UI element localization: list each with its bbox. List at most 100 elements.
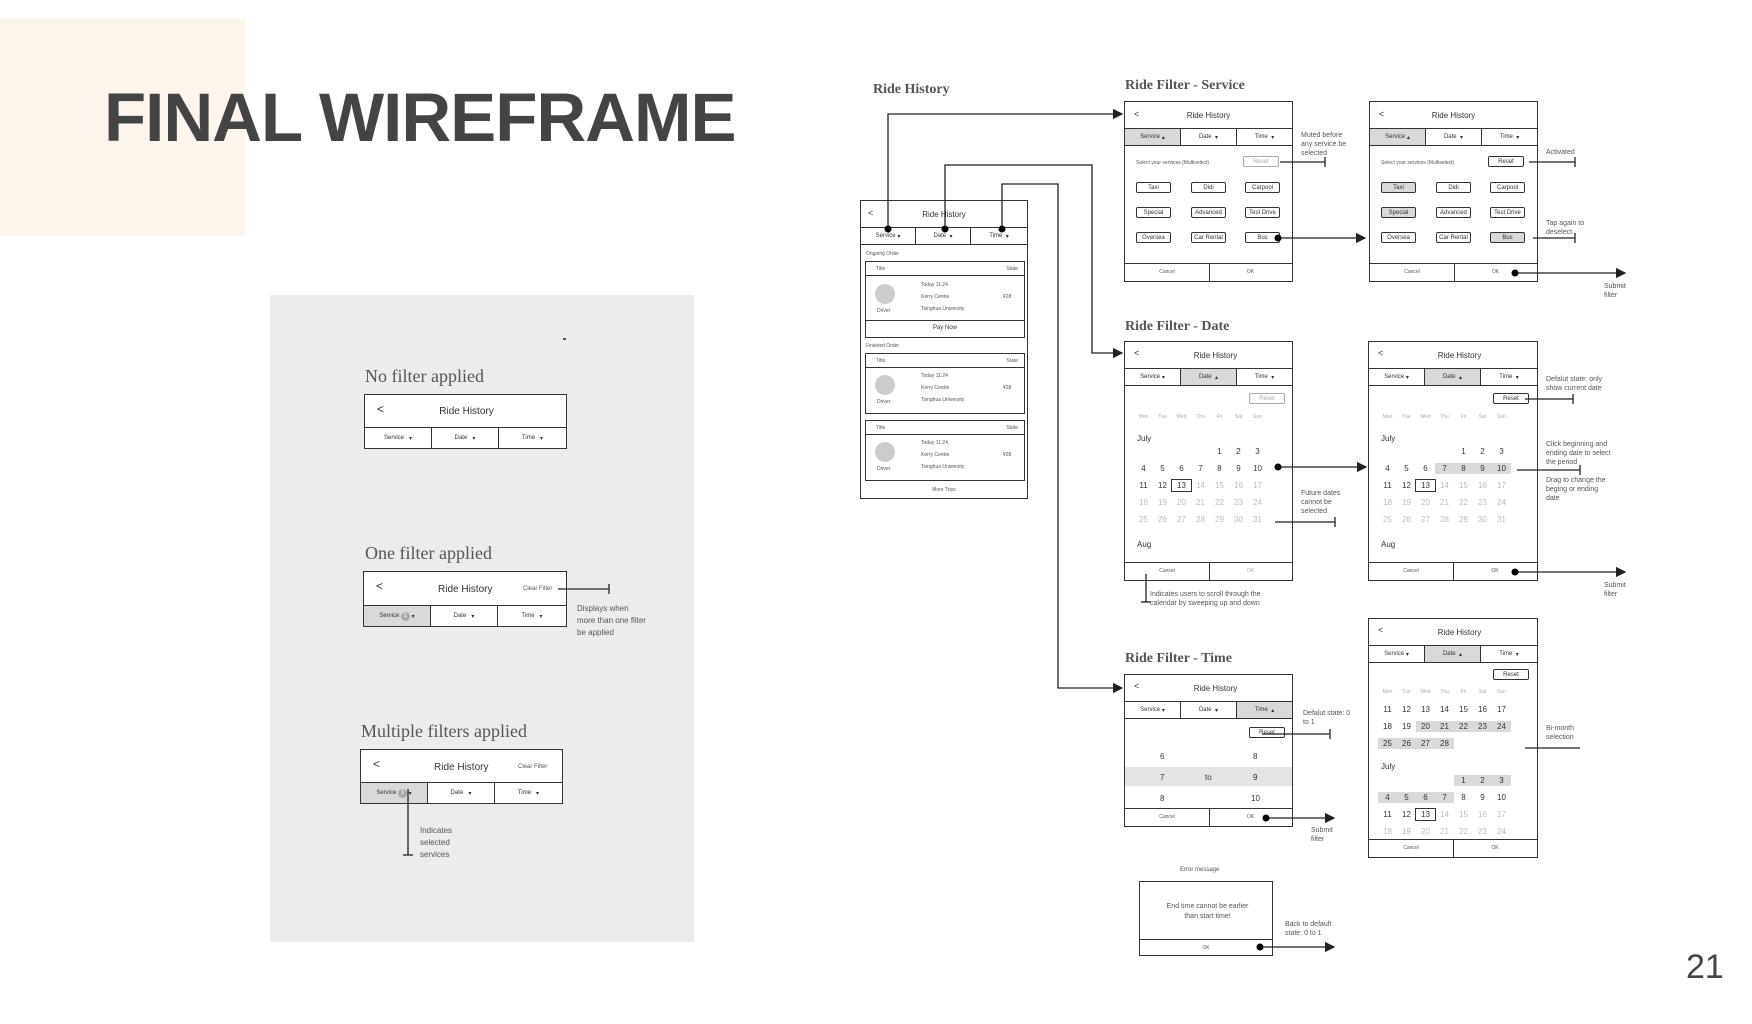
order-card-ongoing[interactable]: Title State Driver Today 11:24 Kerry Cen… [865, 261, 1025, 338]
tab-date[interactable]: Date ▾ [916, 228, 971, 244]
service-chip[interactable]: Oversea [1136, 232, 1171, 243]
service-chip[interactable]: Special [1136, 207, 1171, 218]
service-chip[interactable]: Special [1381, 207, 1416, 218]
back-icon[interactable]: < [1134, 348, 1140, 358]
time-option[interactable]: 9 [1253, 773, 1258, 782]
ok-button[interactable]: OK [1202, 945, 1210, 951]
tab-time[interactable]: Time ▾ [989, 233, 1009, 240]
tab-service[interactable]: Service ▾ [1369, 369, 1425, 385]
service-chip[interactable]: Car Rental [1436, 232, 1471, 243]
tab-time[interactable]: Time ▾ [521, 435, 544, 442]
order-card-finished[interactable]: Title State Driver Today 11:24 Kerry Cen… [865, 353, 1025, 414]
tab-date[interactable]: Date ▴ [1425, 646, 1481, 662]
tab-time[interactable]: Time ▴ [1237, 702, 1292, 718]
service-chip[interactable]: Carpool [1245, 182, 1280, 193]
tab-service[interactable]: Service ▾ [1125, 702, 1181, 718]
service-chip[interactable]: Taxi [1136, 182, 1171, 193]
service-chip[interactable]: Car Rental [1191, 232, 1226, 243]
ok-button[interactable]: OK [1246, 814, 1255, 820]
tab-date[interactable]: Date ▾ [431, 606, 498, 626]
back-icon[interactable]: < [376, 579, 384, 593]
tab-date[interactable]: Date ▾ [428, 783, 495, 803]
tab-service[interactable]: Service ▴ [1370, 129, 1426, 145]
tab-time[interactable]: Time ▾ [1254, 134, 1275, 141]
cancel-button[interactable]: Cancel [1159, 568, 1175, 574]
clear-filter-link[interactable]: Clear Filter [523, 586, 553, 592]
cancel-button[interactable]: Cancel [1404, 269, 1420, 275]
back-icon[interactable]: < [1134, 109, 1140, 119]
tab-service[interactable]: Service 1 ▾ [361, 783, 428, 803]
time-option[interactable]: 8 [1253, 752, 1258, 761]
service-chip[interactable]: Carpool [1490, 182, 1525, 193]
tab-service[interactable]: Service ▾ [861, 228, 916, 244]
reset-button[interactable]: Reset [1243, 156, 1279, 167]
reset-button[interactable]: Reset [1488, 156, 1524, 167]
ok-button[interactable]: OK [1491, 568, 1499, 574]
tab-time[interactable]: Time ▾ [521, 613, 543, 620]
state-multi-heading: Multiple filters applied [361, 721, 527, 741]
service-chip[interactable]: Didi [1436, 182, 1471, 193]
back-icon[interactable]: < [373, 757, 381, 771]
back-icon[interactable]: < [1378, 625, 1384, 635]
tab-time[interactable]: Time ▾ [1499, 374, 1519, 381]
back-icon[interactable]: < [377, 402, 385, 416]
service-chip[interactable]: Advanced [1436, 207, 1471, 218]
time-option[interactable]: 6 [1160, 752, 1165, 761]
service-chip[interactable]: Taxi [1381, 182, 1416, 193]
cancel-button[interactable]: Cancel [1403, 568, 1419, 574]
reset-button[interactable]: Reset [1493, 393, 1529, 404]
tab-date[interactable]: Date ▴ [1425, 369, 1481, 385]
tab-date[interactable]: Date ▾ [1181, 702, 1237, 718]
tab-service[interactable]: Service ▾ [1369, 646, 1425, 662]
cancel-button[interactable]: Cancel [1159, 269, 1175, 275]
cancel-button[interactable]: Cancel [1403, 845, 1419, 851]
more-trips-link[interactable]: More Trips [932, 487, 956, 493]
tab-time[interactable]: Time ▾ [1254, 374, 1275, 381]
time-option[interactable]: 8 [1160, 794, 1165, 803]
tab-date[interactable]: Date ▾ [1426, 129, 1482, 145]
service-chip[interactable]: Bus [1245, 232, 1280, 243]
service-chip[interactable]: Didi [1191, 182, 1226, 193]
service-chip[interactable]: Bus [1490, 232, 1525, 243]
ok-button[interactable]: OK [1246, 568, 1255, 574]
tab-service[interactable]: Service ▾ [365, 428, 432, 448]
ok-button[interactable]: OK [1246, 269, 1255, 275]
tab-time[interactable]: Time ▾ [1499, 651, 1519, 658]
time-option[interactable]: 10 [1251, 794, 1260, 803]
tab-service[interactable]: Service ▾ [1125, 369, 1181, 385]
time-option[interactable]: 7 [1160, 773, 1165, 782]
back-icon[interactable]: < [1378, 348, 1384, 358]
reset-button[interactable]: Reset [1249, 393, 1285, 404]
service-chip[interactable]: Advanced [1191, 207, 1226, 218]
tab-time[interactable]: Time ▾ [517, 790, 540, 797]
tab-service[interactable]: Service 1 ▾ [364, 606, 431, 626]
service-chip[interactable]: Oversea [1381, 232, 1416, 243]
back-icon[interactable]: < [1134, 681, 1140, 691]
tab-service[interactable]: Service ▴ [1125, 129, 1181, 145]
reset-button[interactable]: Reset [1493, 669, 1529, 680]
header-title: Ride History [1193, 684, 1238, 693]
reset-button[interactable]: Reset [1249, 727, 1285, 738]
header-title: Ride History [1431, 111, 1476, 120]
page-number: 21 [1686, 948, 1724, 986]
pay-now-button[interactable]: Pay Now [932, 325, 957, 331]
tab-date[interactable]: Date ▴ [1181, 369, 1237, 385]
tab-date[interactable]: Date ▾ [432, 428, 499, 448]
tab-date[interactable]: Date ▾ [1181, 129, 1237, 145]
clear-filter-link[interactable]: Clear Filter [518, 764, 548, 770]
back-icon[interactable]: < [1379, 109, 1385, 119]
service-chip[interactable]: Test Drive [1490, 207, 1525, 218]
service-chip[interactable]: Test Drive [1245, 207, 1280, 218]
back-icon[interactable]: < [868, 208, 874, 218]
order-card-finished[interactable]: Title State Driver Today 11:24 Kerry Cen… [865, 420, 1025, 481]
ok-button[interactable]: OK [1491, 845, 1499, 851]
ok-button[interactable]: OK [1491, 269, 1500, 275]
tab-time[interactable]: Time ▾ [1499, 134, 1520, 141]
cancel-button[interactable]: Cancel [1159, 814, 1175, 820]
